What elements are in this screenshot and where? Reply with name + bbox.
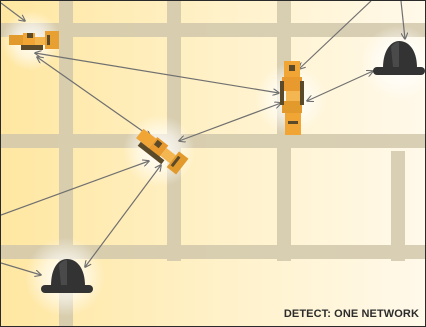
arrow-offscreen-left-to-center <box>1 161 149 215</box>
caption-label: DETECT: ONE NETWORK <box>284 308 419 320</box>
road-vertical-4 <box>391 151 405 261</box>
